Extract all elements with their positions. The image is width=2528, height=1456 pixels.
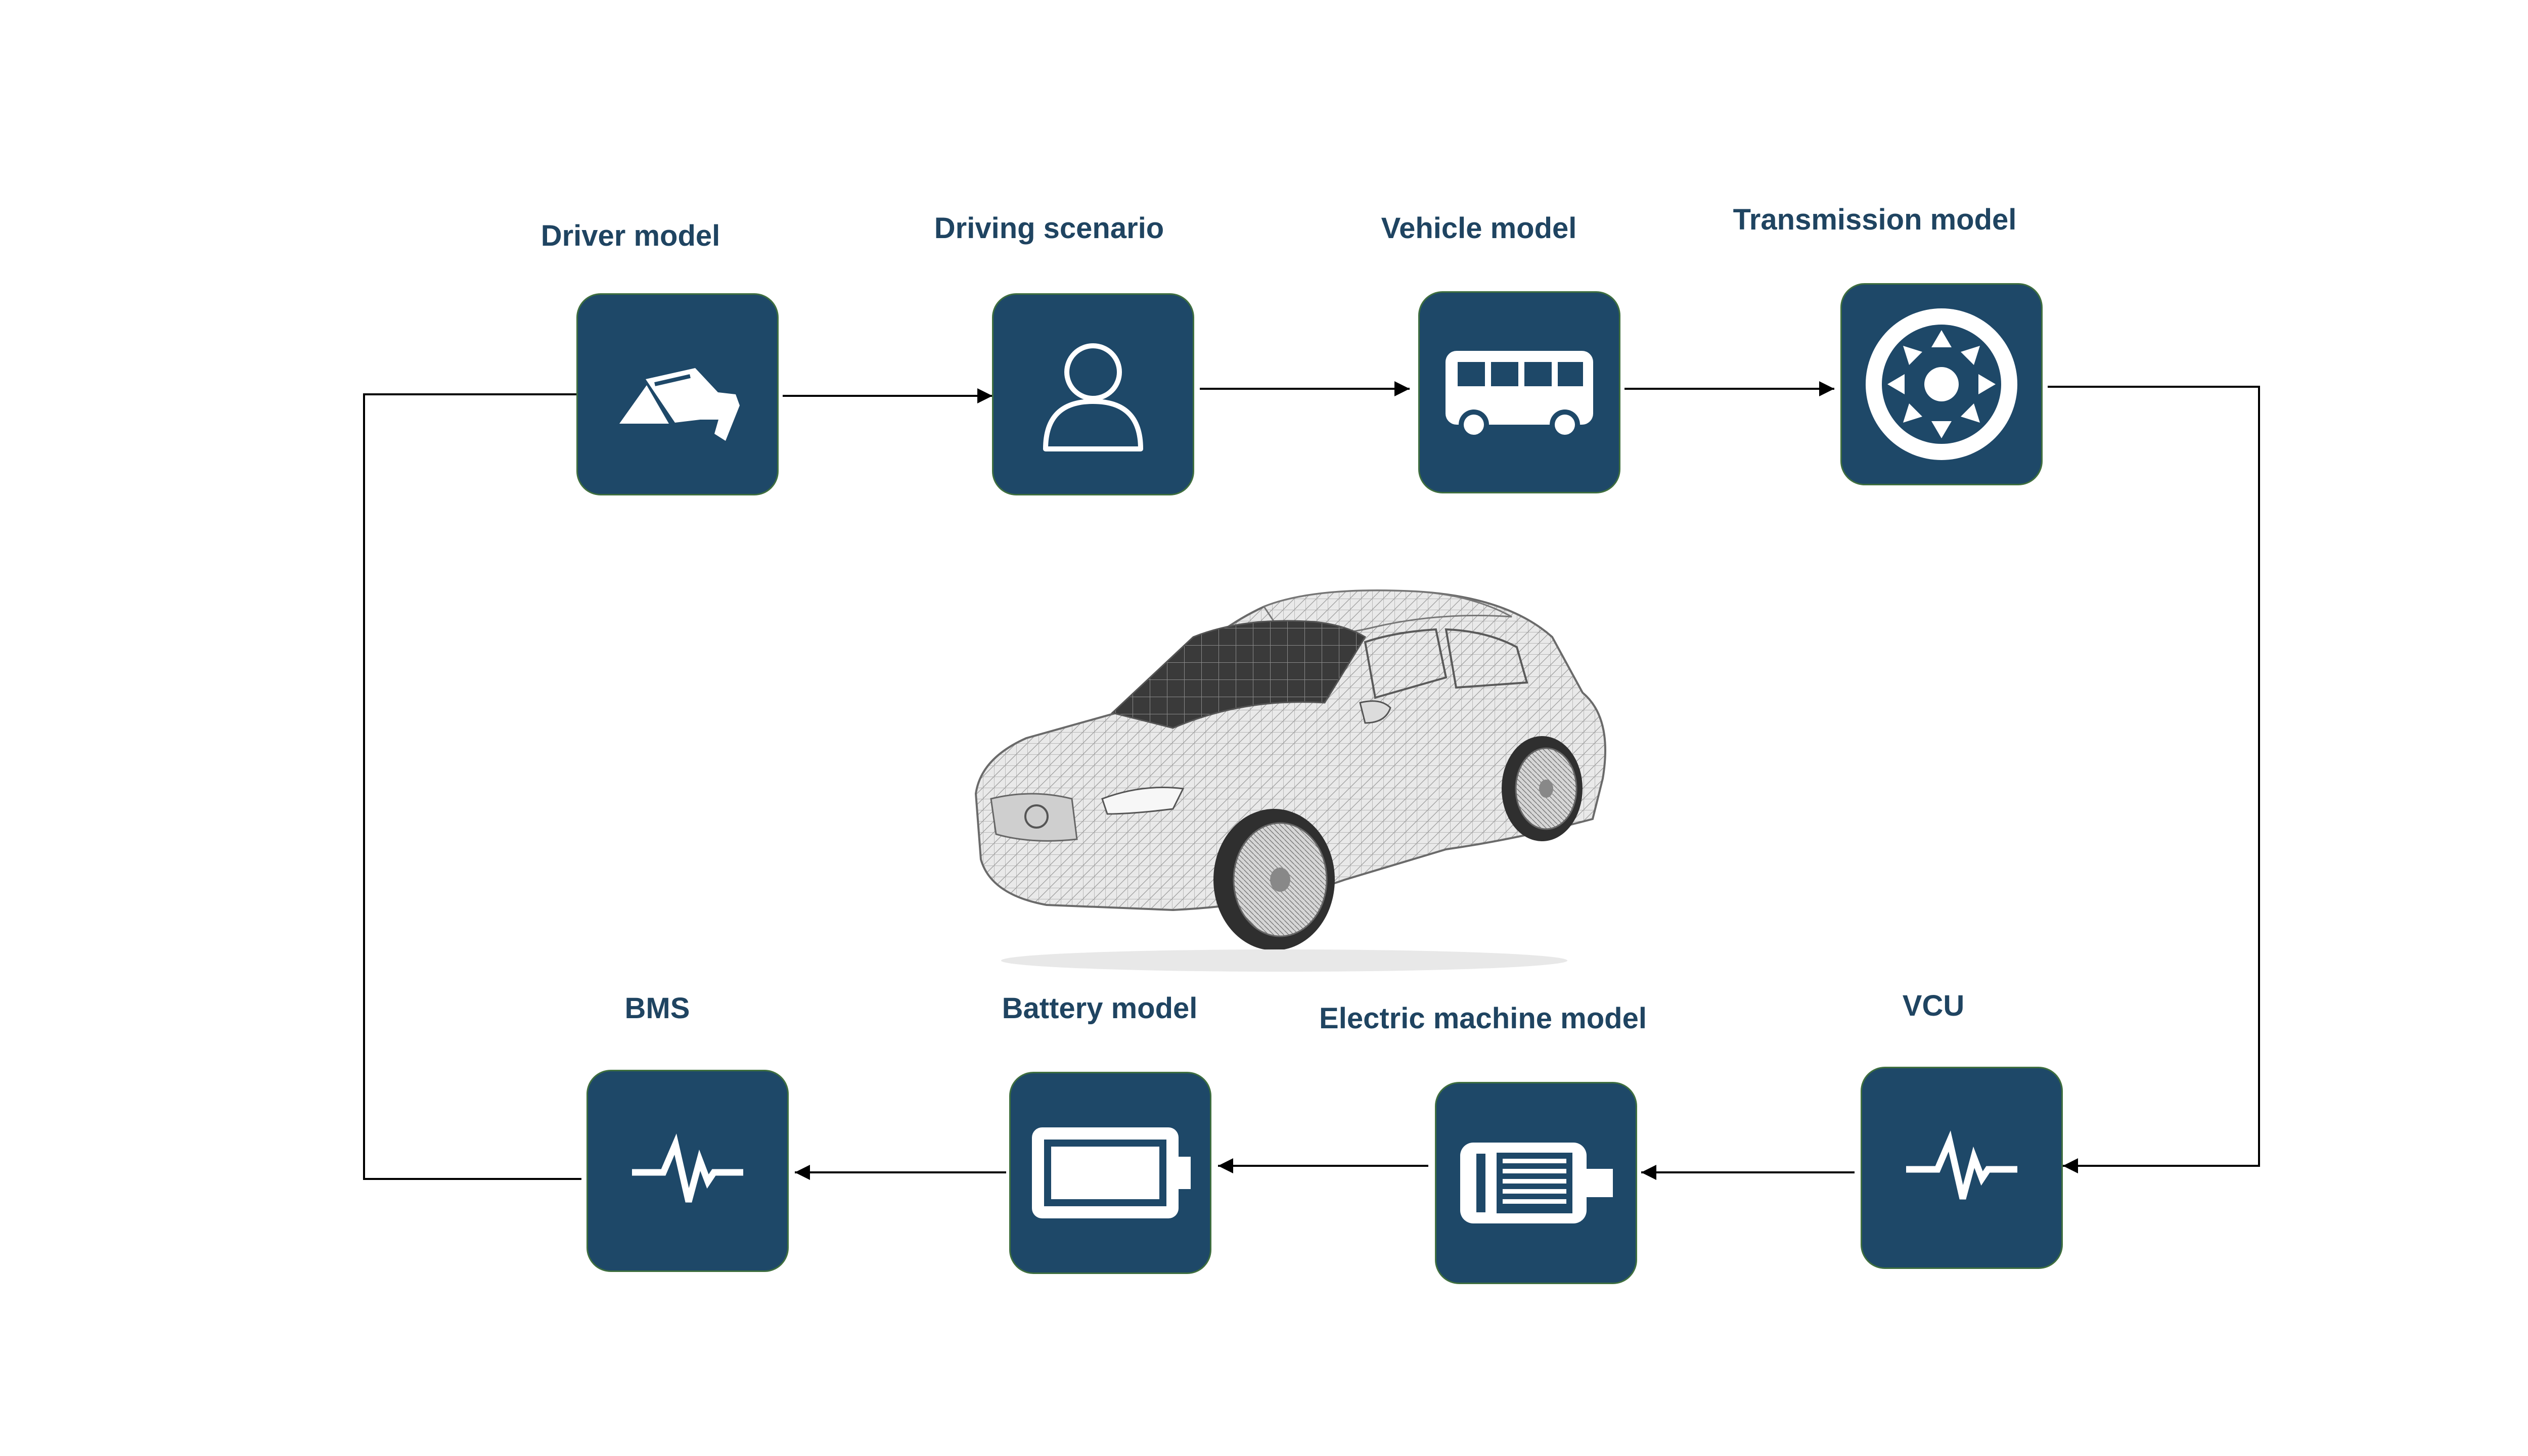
label-vcu: VCU <box>1902 989 1965 1022</box>
label-bms: BMS <box>624 992 690 1025</box>
connector-bms-to-driver <box>363 393 581 1180</box>
label-transmission-model: Transmission model <box>1733 203 2017 236</box>
node-vehicle-model <box>1418 291 1620 493</box>
label-driving-scenario: Driving scenario <box>934 212 1164 245</box>
bus-icon <box>1446 351 1593 440</box>
label-vehicle-model: Vehicle model <box>1381 212 1577 245</box>
label-driver-model: Driver model <box>540 219 720 252</box>
person-icon <box>1043 343 1143 451</box>
label-battery-model: Battery model <box>1002 992 1198 1025</box>
pulse-icon <box>1906 1130 2017 1200</box>
pedal-icon <box>619 368 740 441</box>
battery-icon <box>1032 1127 1191 1218</box>
gear-wheel-icon <box>1866 308 2017 460</box>
node-battery-model <box>1009 1072 1211 1274</box>
label-electric-machine-model: Electric machine model <box>1319 1002 1647 1035</box>
motor-icon <box>1460 1143 1613 1223</box>
node-driver-model <box>576 293 779 495</box>
node-electric-machine-model <box>1435 1082 1637 1284</box>
node-driving-scenario <box>992 293 1194 495</box>
connector-transmission-to-vcu <box>2048 386 2260 1173</box>
node-transmission-model <box>1840 283 2043 485</box>
node-vcu <box>1861 1067 2063 1269</box>
node-bms <box>586 1070 789 1272</box>
pulse-icon <box>632 1133 743 1203</box>
car-wireframe-image <box>974 589 1606 972</box>
